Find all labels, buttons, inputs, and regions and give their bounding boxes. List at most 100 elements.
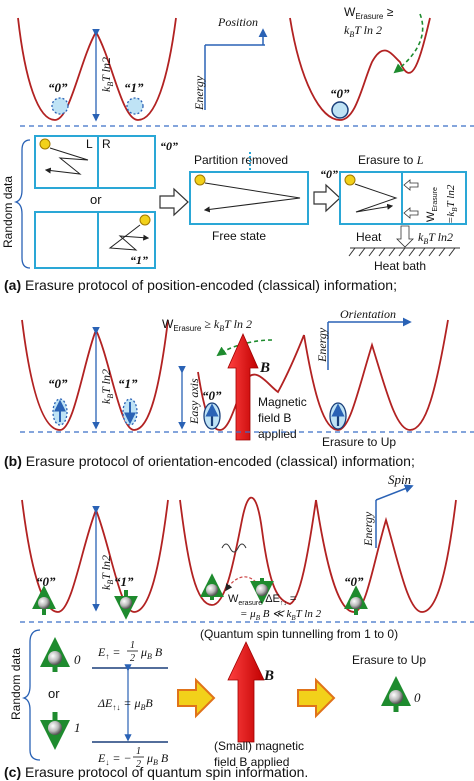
double-well-a bbox=[17, 17, 177, 121]
position-axis-label: Position bbox=[217, 15, 258, 29]
half-den-up: 2 bbox=[130, 653, 135, 664]
box-R-label: R bbox=[102, 137, 111, 151]
random-data-label-a: Random data bbox=[1, 176, 15, 248]
brace-c bbox=[21, 629, 41, 761]
caption-a: (a) Erasure protocol of position-encoded… bbox=[4, 277, 397, 293]
erased-box-zero-label: “0” bbox=[320, 167, 338, 181]
e-down-label: E↓ = − bbox=[97, 751, 132, 767]
or-label-a: or bbox=[90, 192, 102, 207]
label-one-c: “1” bbox=[114, 574, 134, 589]
spin-ball-mid2-c bbox=[250, 578, 274, 605]
state-zero-c: 0 bbox=[74, 652, 81, 667]
tunnelling-label: (Quantum spin tunnelling from 1 to 0) bbox=[200, 627, 398, 641]
brace-a bbox=[13, 139, 31, 269]
easy-axis-label: Easy axis bbox=[187, 378, 201, 425]
particle-free bbox=[194, 174, 206, 186]
w-erasure-c: Werasure ΔE↑↓ = bbox=[228, 593, 296, 607]
spin-ball-state-one bbox=[40, 712, 70, 750]
yellow-arrow-2 bbox=[297, 677, 336, 719]
orientation-axis-label: Orientation bbox=[340, 307, 396, 321]
w-erasure-b: WErasure ≥ kBT ln 2 bbox=[162, 317, 252, 333]
kbt-label-c: kBT ln2 bbox=[99, 555, 115, 590]
small-field-line1: (Small) magnetic bbox=[214, 739, 304, 753]
tunnelling-wave bbox=[221, 543, 247, 553]
box-zero-label: “0” bbox=[160, 139, 178, 153]
particle-erased bbox=[344, 174, 356, 186]
heat-kbt-label: kBT ln2 bbox=[418, 230, 453, 246]
panel-b: kBT ln2 “0” “1” Easy axis “0” WErasure ≥… bbox=[4, 307, 474, 469]
half-num-down: 1 bbox=[136, 746, 141, 757]
yellow-arrow-1 bbox=[177, 677, 216, 719]
heat-bath-label: Heat bath bbox=[374, 259, 426, 273]
spin-ball-zero-c bbox=[32, 585, 56, 615]
spin-axis-line bbox=[375, 484, 414, 501]
spin-ball-final bbox=[381, 676, 411, 712]
energy-axis-label-b: Energy bbox=[315, 327, 329, 363]
magnetic-line3: applied bbox=[258, 427, 297, 441]
panel-a: “0” “1” kBT ln2 Position Energy “0” WEra… bbox=[1, 5, 474, 293]
spin-ball-right-c bbox=[344, 585, 368, 615]
small-field-line2: field B applied bbox=[214, 755, 289, 769]
erased-zero-label: “0” bbox=[330, 86, 350, 101]
double-well-b bbox=[21, 319, 169, 431]
green-dashed-arrow-a bbox=[393, 13, 424, 74]
caption-b: (b) Erasure protocol of orientation-enco… bbox=[4, 453, 415, 469]
magnetic-field-arrow-b bbox=[227, 333, 259, 441]
box-free-state bbox=[189, 171, 309, 225]
label-zero: “0” bbox=[48, 80, 68, 95]
particle-one bbox=[139, 214, 151, 226]
spin-axis-label: Spin bbox=[388, 472, 411, 487]
spin-ball-mid-c bbox=[200, 573, 224, 600]
middle-zero-b: “0” bbox=[202, 388, 222, 403]
w-erasure-vertical: WErasure bbox=[425, 187, 439, 222]
double-well-b-right bbox=[303, 319, 449, 431]
mu-b-up: μB B bbox=[140, 645, 163, 661]
w-erasure-kbt: kBT ln 2 bbox=[344, 23, 382, 39]
half-num-up: 1 bbox=[130, 640, 135, 651]
caption-c: (c) Erasure protocol of quantum spin inf… bbox=[4, 764, 308, 780]
particle-zero bbox=[39, 138, 51, 150]
random-data-label-c: Random data bbox=[9, 648, 23, 720]
hollow-arrow-a1 bbox=[159, 187, 189, 217]
label-zero-c: “0” bbox=[36, 574, 56, 589]
erasure-to-up-c: Erasure to Up bbox=[352, 653, 426, 667]
label-one-b: “1” bbox=[118, 376, 138, 391]
partition-removed-label: Partition removed bbox=[194, 153, 288, 167]
trajectory-one bbox=[108, 224, 150, 251]
box-one-label: “1” bbox=[130, 253, 148, 267]
magnetic-field-arrow-c bbox=[227, 641, 265, 743]
heat-arrow bbox=[396, 225, 414, 248]
tilted-well-c bbox=[179, 496, 317, 606]
erasure-to-L-label: Erasure to L bbox=[358, 153, 424, 167]
hollow-arrow-a2 bbox=[313, 183, 341, 213]
heat-label: Heat bbox=[356, 230, 382, 244]
mu-b-down: μB B bbox=[146, 751, 169, 767]
e-up-label: E↑ = bbox=[97, 645, 120, 661]
panel-c: kBT ln2 “0” “1” Werasure ΔE↑↓ = = μB B ≪… bbox=[4, 472, 474, 780]
dashed-ball-one bbox=[126, 97, 144, 115]
delta-e-label-c: ΔE↑↓ = μBB bbox=[97, 696, 153, 712]
half-den-down: 2 bbox=[136, 759, 141, 770]
label-zero-b: “0” bbox=[48, 376, 68, 391]
spin-ball-one-c bbox=[114, 590, 138, 620]
magnetic-line2: field B bbox=[258, 411, 291, 425]
box-state-one bbox=[34, 211, 156, 269]
state-one-c: 1 bbox=[74, 720, 81, 735]
trajectory-erased bbox=[354, 183, 398, 213]
energy-axis-label-c: Energy bbox=[361, 511, 375, 547]
trajectory-zero bbox=[44, 147, 89, 175]
box-L-label: L bbox=[86, 137, 93, 151]
spin-ball-state-zero bbox=[40, 637, 70, 672]
kbt-label-b: kBT ln2 bbox=[99, 369, 115, 404]
push-arrow-bottom bbox=[403, 207, 419, 219]
energy-axis-label: Energy bbox=[192, 75, 206, 111]
heat-bath-hatch bbox=[348, 247, 460, 257]
w-erasure-vertical-value: =kBT ln2 bbox=[445, 184, 459, 224]
push-arrow-top bbox=[403, 179, 419, 191]
dashed-ball-zero bbox=[51, 97, 69, 115]
or-label-c: or bbox=[48, 686, 60, 701]
free-state-label: Free state bbox=[212, 229, 266, 243]
double-well-c-right bbox=[315, 499, 457, 613]
trajectory-free bbox=[203, 182, 301, 213]
